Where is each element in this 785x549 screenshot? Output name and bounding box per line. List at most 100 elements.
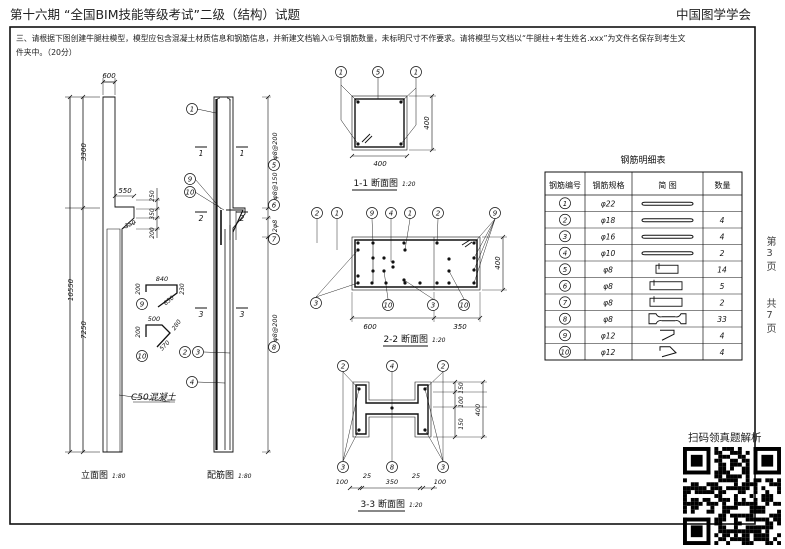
qr-module — [710, 490, 715, 495]
qr-module — [761, 454, 774, 467]
table-rebar-number: 9 — [563, 332, 568, 340]
drawing-line — [473, 218, 496, 271]
drawing-line — [473, 218, 496, 259]
dimension-tick — [80, 205, 86, 211]
qr-module — [773, 513, 778, 518]
rebar-dot — [403, 281, 407, 285]
stirrup-spacing-label: φ8@200 — [271, 314, 279, 341]
qr-module — [718, 521, 723, 526]
qr-module — [714, 486, 719, 491]
qr-module — [733, 450, 738, 455]
qr-module — [718, 474, 723, 479]
qr-module — [702, 490, 707, 495]
qr-module — [733, 458, 738, 463]
qr-module — [773, 537, 778, 542]
qr-module — [745, 486, 750, 491]
table-rebar-spec: φ8 — [603, 265, 613, 274]
leader-line — [203, 351, 231, 354]
qr-module — [765, 501, 770, 506]
rebar-dot — [356, 274, 360, 278]
section-mark: 3 — [240, 310, 245, 319]
dimension-tick — [67, 94, 73, 100]
qr-module — [765, 494, 770, 498]
organization-name: 中国图学学会 — [675, 7, 751, 22]
qr-module — [761, 525, 766, 530]
qr-module — [765, 521, 770, 526]
bar10-number: 10 — [138, 353, 147, 361]
callout-circle — [268, 199, 280, 211]
qr-module — [761, 537, 766, 542]
callout-circle — [559, 312, 571, 325]
rebar-callout-number: 4 — [390, 363, 394, 371]
qr-module — [718, 517, 723, 522]
table-rebar-qty: 2 — [720, 298, 725, 307]
stirrup-spacing-label: φ8@150 — [271, 172, 279, 199]
qr-module — [718, 454, 723, 459]
section-mark: 2 — [240, 214, 245, 223]
qr-module — [730, 447, 734, 451]
qr-module — [722, 537, 727, 542]
leader-line — [340, 78, 359, 145]
qr-module — [683, 447, 711, 451]
section11-scale: 1:20 — [402, 181, 416, 188]
callout-circle — [385, 207, 397, 219]
rebar-shape-straight — [641, 201, 694, 206]
qr-module — [718, 525, 723, 530]
qr-module — [733, 486, 738, 491]
rebar-table — [544, 171, 743, 361]
qr-module — [737, 513, 742, 518]
qr-module — [690, 454, 703, 467]
dimension-label: 200 — [149, 227, 156, 239]
callout-circle — [559, 246, 571, 259]
qr-module — [765, 490, 770, 495]
qr-module — [757, 533, 762, 538]
drawing-line — [383, 270, 389, 300]
qr-module — [714, 541, 719, 545]
qr-module — [765, 529, 770, 534]
qr-module — [753, 470, 781, 475]
table-header: 钢筋编号 — [549, 180, 581, 190]
dimension-tick — [349, 153, 355, 159]
qr-module — [737, 501, 742, 506]
qr-module — [777, 521, 781, 526]
table-header: 钢筋规格 — [593, 180, 625, 190]
qr-module — [718, 478, 723, 483]
qr-module — [722, 509, 727, 514]
qr-module — [777, 482, 781, 487]
rebar-shape-straight — [641, 218, 694, 223]
qr-module — [706, 517, 711, 545]
qr-module — [737, 474, 742, 479]
section-mark: 1 — [199, 149, 204, 158]
qr-module — [757, 517, 762, 522]
section22-title: 2-2 断面图 — [383, 333, 428, 345]
qr-module — [718, 494, 723, 498]
qr-module — [737, 447, 742, 451]
callout-circle — [437, 461, 449, 473]
qr-module — [749, 505, 754, 510]
qr-module — [730, 513, 734, 518]
qr-module — [726, 447, 731, 451]
qr-module — [765, 497, 770, 502]
dimension-tick — [480, 434, 486, 440]
dimension-label: 400 — [494, 256, 502, 270]
reinforcement-title: 配筋图 — [207, 469, 234, 481]
qr-code[interactable] — [683, 447, 781, 545]
rebar-shape-bent — [659, 346, 677, 358]
qr-module — [702, 486, 707, 491]
rebar-dot — [447, 257, 451, 261]
qr-module — [722, 490, 727, 495]
table-title: 钢筋明细表 — [620, 154, 665, 166]
section22-scale: 1:20 — [432, 337, 446, 344]
stirrup-spacing-label: φ8@200 — [271, 132, 279, 159]
qr-module — [690, 505, 695, 510]
qr-module — [753, 517, 758, 522]
qr-module — [683, 470, 711, 475]
qr-module — [683, 490, 687, 495]
leader-line — [400, 78, 417, 145]
qr-module — [757, 505, 762, 510]
qr-module — [722, 529, 727, 534]
rebar-dot — [435, 281, 439, 285]
qr-module — [745, 537, 750, 542]
qr-module — [741, 497, 746, 502]
drawing-line — [461, 239, 471, 246]
